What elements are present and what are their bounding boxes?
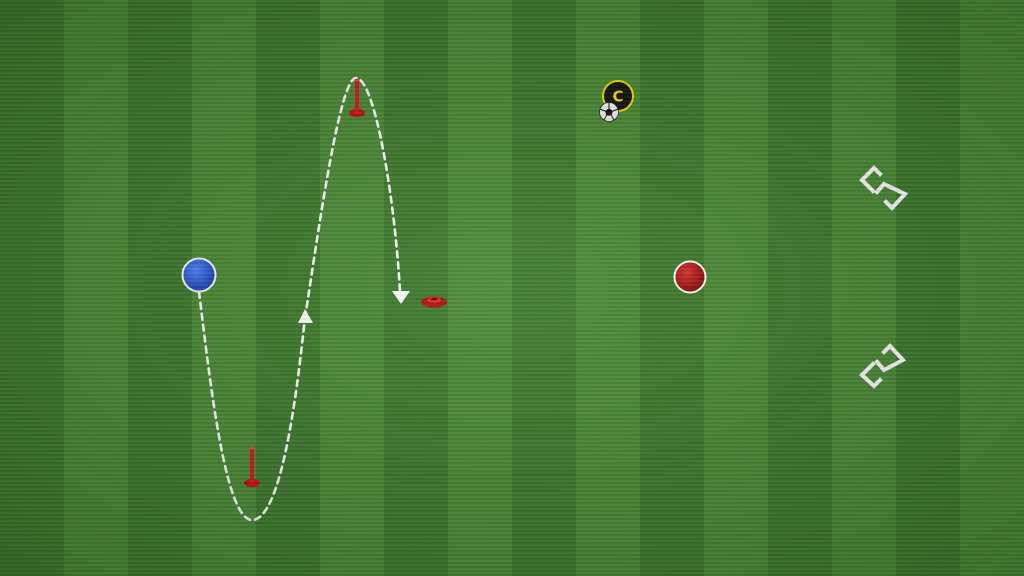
flat-cone-marker[interactable] bbox=[421, 296, 447, 308]
blue-player[interactable] bbox=[181, 257, 217, 293]
red-player[interactable] bbox=[673, 260, 707, 294]
pole-cone-bottom[interactable] bbox=[244, 446, 260, 487]
pole-cone-top[interactable] bbox=[349, 78, 365, 117]
corner-marker-upper[interactable] bbox=[859, 165, 909, 211]
path-arrow-down bbox=[392, 291, 410, 304]
dribble-path bbox=[197, 76, 402, 522]
football[interactable] bbox=[599, 102, 619, 122]
corner-marker-lower[interactable] bbox=[859, 343, 907, 389]
path-arrow-up bbox=[298, 309, 313, 323]
coach-label: C bbox=[612, 88, 623, 106]
